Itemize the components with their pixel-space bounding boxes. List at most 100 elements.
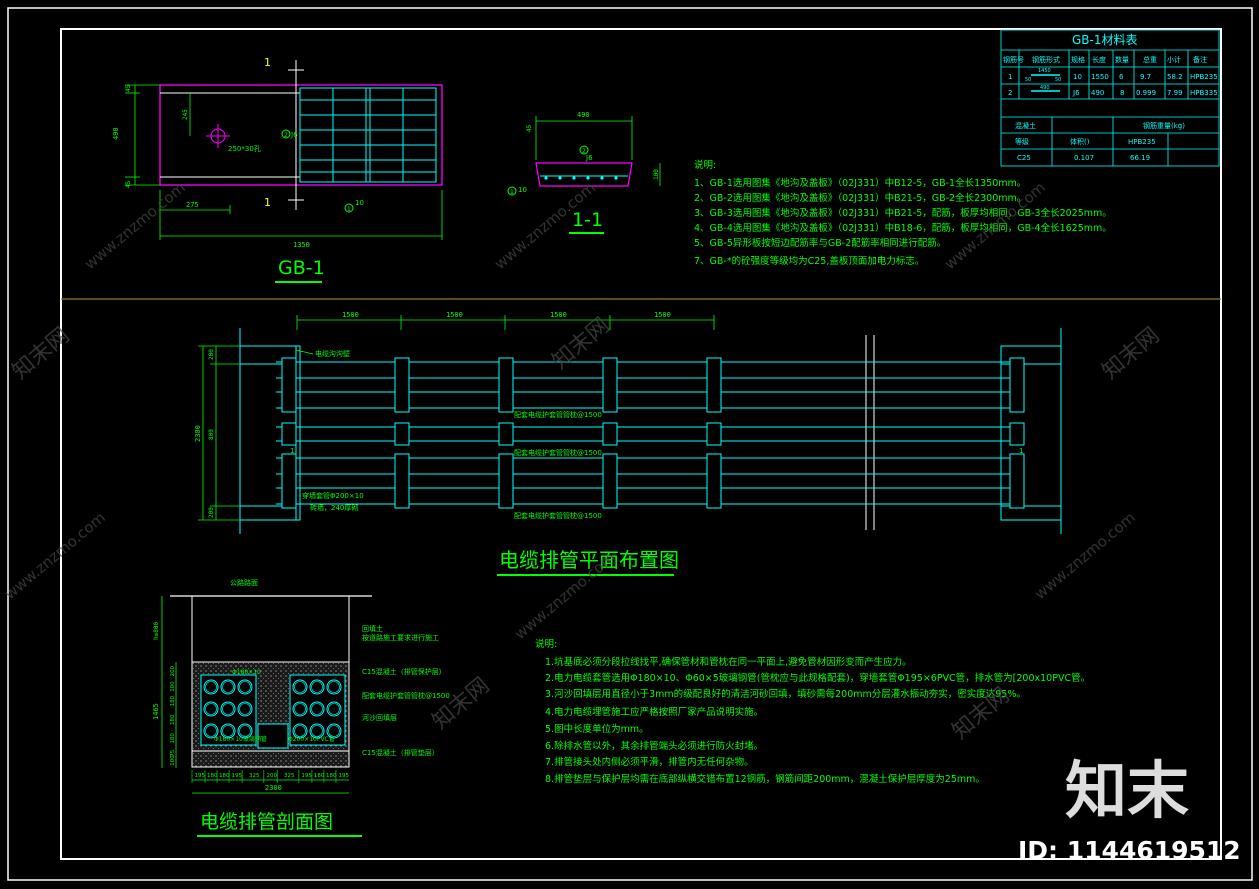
plan-label-sleeve: 穿墙套管Φ200×10: [302, 491, 364, 500]
gb1-slab-outline: [159, 84, 443, 186]
section-pipe-2-7: [292, 723, 308, 739]
gb1-rebar-mesh: [299, 87, 437, 183]
mt-r1-dim-b: 50: [1025, 77, 1031, 83]
gb1-cut-mark-top: 1: [264, 56, 271, 69]
section-pipe-inner-1-4: [205, 703, 217, 715]
section-label-c15-top: C15混凝土（排管保护层）: [362, 667, 446, 676]
mt-r2-qty: 8: [1120, 89, 1124, 97]
section-pipe-inner-2-1: [294, 681, 306, 693]
section-label-road: 公路路面: [230, 578, 258, 587]
mt-r2-note: HPB335: [1190, 89, 1218, 97]
section-pipe-2-6: [326, 701, 342, 717]
watermark-id: ID: 1144619512: [1018, 836, 1241, 865]
plan-tag-right: 1: [1019, 447, 1023, 455]
section-pipe-inner-2-9: [328, 725, 340, 737]
notes-bottom-line-7: 7.排管接头处内侧必须平滑，排管内无任何杂物。: [545, 756, 754, 768]
section-pipe-1-2: [220, 679, 236, 695]
notes-top-line-1: 1、GB-1选用图集《地沟及盖板》（02J331）中B12-5，GB-1全长13…: [694, 177, 1026, 189]
section-pipe-2-2: [309, 679, 325, 695]
mt-sub-header-1: 体积(): [1070, 137, 1090, 146]
svg-text:2: 2: [284, 132, 288, 139]
notes-bottom-line-2: 2.电力电缆套管选用Φ180×10、Φ60×5玻璃钢管(管枕应与此规格配套)，穿…: [545, 672, 1090, 684]
gb1-dim-top-edge: 45: [125, 84, 132, 92]
section-label-c15-bottom: C15混凝土（排管垫层）: [362, 748, 439, 757]
gb1-view: 1 1 250*30孔 2 J6 1 10 1350 275 490 45 4: [112, 56, 443, 283]
gb1-rebar-10: 10: [355, 199, 364, 207]
section-pipe-1-6: [237, 701, 253, 717]
material-table-text: GB-1材料表 钢筋号 钢筋形式 规格 长度 数量 总重 小计 备注 1 145…: [1003, 33, 1218, 162]
svg-text:1: 1: [347, 206, 351, 213]
sec11-slab: [535, 162, 633, 187]
sec11-rebar-10: 10: [518, 186, 527, 194]
section-dim-depth: h≥800: [153, 622, 160, 640]
plan-label-wall: 砖墙，240厚砌: [310, 503, 358, 512]
section-pipe-1-4: [203, 701, 219, 717]
mt-sub-header-2: HPB235: [1128, 138, 1156, 146]
mt-header-0: 钢筋号: [1003, 55, 1024, 64]
mt-r1-dim-a: 1450: [1038, 68, 1051, 74]
section-left-dim-5: 180: [170, 733, 176, 744]
notes-bottom-line-6: 6.除排水管以外，其余排管端头必须进行防火封堵。: [545, 740, 763, 752]
section-bottom-dim-6: 200: [267, 773, 278, 779]
mt-header-7: 备注: [1193, 55, 1207, 64]
section-pipe-2-1: [292, 679, 308, 695]
section-label-pipe-2: Φ180×10玻璃钢管: [214, 735, 267, 743]
section-label-pipe-1: Φ180×10: [232, 669, 261, 676]
notes-bottom-line-3: 3.河沙回填层用直径小于3mm的级配良好的清洁河砂回填，填砂需每200mm分层灌…: [545, 688, 1026, 700]
mt-r2-total: 0.999: [1136, 89, 1156, 97]
section-pipe-1-9: [237, 723, 253, 739]
plan-label-clamp-1: 配套电缆护套管管枕@1500: [514, 410, 602, 419]
section-left-dim-1: 200: [170, 665, 176, 676]
material-table-title: GB-1材料表: [1072, 33, 1138, 47]
mt-header-6: 小计: [1167, 55, 1181, 64]
plan-dim-bottom: 200: [208, 507, 215, 518]
mt-header-1: 钢筋形式: [1032, 55, 1060, 64]
sec11-dim-height: 100: [653, 169, 660, 180]
mt-r1-no: 1: [1008, 73, 1012, 81]
section-dim-total: 2300: [265, 784, 282, 792]
section-pipe-inner-2-4: [294, 703, 306, 715]
mt-r1-spec: 10: [1073, 73, 1082, 81]
plan-dim-total: 2300: [194, 425, 202, 442]
mt-header-4: 数量: [1115, 55, 1129, 64]
gb1-rebar-j6: J6: [290, 131, 298, 139]
gb1-dim-height: 490: [112, 127, 120, 140]
section-pipe-inner-2-3: [328, 681, 340, 693]
notes-bottom: 说明: 1.坑基底必须分段拉线找平,确保管材和管枕在同一平面上,避免管材因形变而…: [535, 638, 1090, 785]
section-pipe-inner-1-6: [239, 703, 251, 715]
section-left-dim-2: 100: [170, 681, 176, 692]
notes-bottom-line-4: 4.电力电缆埋管施工应严格按照厂家产品说明实施。: [545, 706, 763, 718]
mt-sub-header-0: 等级: [1015, 137, 1029, 146]
gb1-dimensions: [125, 84, 443, 240]
sec11-title: 1-1: [572, 209, 603, 231]
gb1-dim-total: 1350: [293, 241, 310, 249]
section-drain-pipe: [257, 723, 289, 749]
sec11-circle-2: 2: [582, 148, 586, 155]
gb1-cut-mark-bottom: 1: [264, 196, 271, 209]
plan-spacing-dims: [296, 315, 715, 330]
section-bottom-dim-9: 180: [314, 773, 325, 779]
section-pipe-group-left: [200, 674, 257, 746]
section-base-layer: [191, 750, 350, 768]
mt-header-5: 总重: [1143, 55, 1157, 64]
plan-label-well-wall: 电缆沟沟壁: [315, 349, 350, 358]
section-bottom-dim-1: 195: [195, 773, 206, 779]
mt-r1-length: 1550: [1091, 73, 1109, 81]
notes-bottom-line-1: 1.坑基底必须分段拉线找平,确保管材和管枕在同一平面上,避免管材因形变而产生应力…: [545, 656, 912, 668]
section-bottom-dim-5: 325: [249, 773, 260, 779]
section-pipe-inner-2-2: [311, 681, 323, 693]
mt-concrete-steel: 66.19: [1130, 154, 1150, 162]
plan-view: 1500 1500 1500 1500: [194, 311, 1062, 576]
section-label-backfill-2: 按道路施工要求进行施工: [362, 633, 439, 642]
notes-top-line-3: 3、GB-3选用图集《地沟及盖板》（02J331）中B21-5，配筋，板厚均相同…: [694, 207, 1112, 219]
plan-pipe-clamps: [281, 357, 1025, 509]
plan-label-clamp-2: 配套电缆护套管管枕@1500: [514, 448, 602, 457]
section-pipe-inner-1-3: [239, 681, 251, 693]
mt-concrete-grade: C25: [1017, 154, 1031, 162]
section-view: 公路路面 回填土 按道路施工要求进行施工 C15混凝土（排管保护层） 配套电缆护…: [152, 578, 450, 837]
gb1-circle-2: [281, 129, 291, 139]
section-pipe-2-4: [292, 701, 308, 717]
notes-bottom-line-8: 8.排管垫层与保护层均需在底部纵横交错布置12钢筋，钢筋间距200mm，混凝土保…: [545, 773, 985, 785]
